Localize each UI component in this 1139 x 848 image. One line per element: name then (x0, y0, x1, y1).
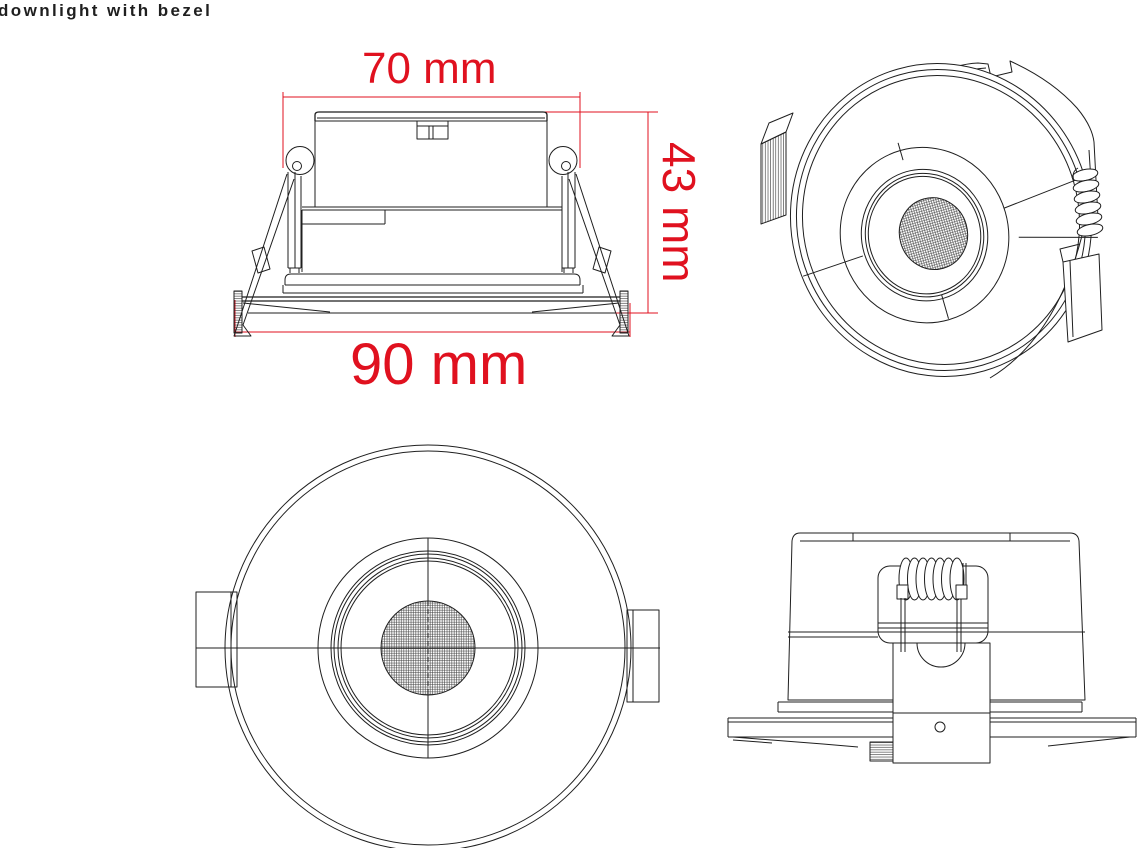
side-knurled-tab (869, 741, 894, 762)
side-elevation-view (727, 532, 1137, 764)
front-bezel-flange (233, 290, 629, 334)
iso-bezel-rings (789, 63, 1098, 377)
side-spring-clip (877, 557, 991, 764)
isometric-view (760, 60, 1104, 379)
side-flange (727, 717, 1137, 748)
dimension-label-bezel-diameter: 90 mm (350, 332, 528, 397)
dimension-lines-overall-height (505, 111, 658, 314)
dimension-lines-cutout-width (282, 92, 581, 168)
bottom-plan-view (195, 444, 660, 848)
plan-tab-right (626, 609, 660, 703)
front-spring-clip-right (548, 146, 630, 337)
dimension-label-cutout-width: 70 mm (362, 44, 497, 93)
iso-lens (898, 197, 969, 270)
side-body (777, 532, 1086, 713)
iso-bracket (1059, 243, 1103, 343)
side-fixing-screw (934, 721, 946, 733)
front-spring-clip-left (233, 146, 315, 337)
drawing-title: downlight with bezel (0, 1, 213, 20)
front-elevation-view (233, 92, 658, 337)
iso-mounting-tab (760, 112, 794, 225)
front-lamp-body (282, 111, 584, 294)
iso-spring (1071, 167, 1104, 237)
plan-centerlines (196, 538, 660, 758)
dimension-lines-bezel-diameter (234, 300, 631, 337)
